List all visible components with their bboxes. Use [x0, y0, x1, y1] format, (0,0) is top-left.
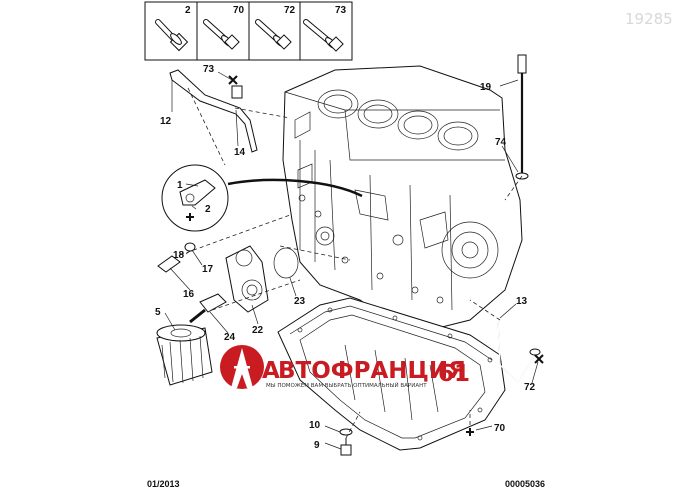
callout-2: 2: [205, 204, 211, 215]
plus-mark-icon: [186, 213, 194, 221]
callout-9: 9: [314, 440, 320, 451]
brand-logo-watermark: А ВТОФРАНЦИЯ 61 МЫ ПОМОЖЕМ ВАМ ВЫБРАТЬ О…: [220, 345, 470, 389]
callout-1: 1: [177, 180, 183, 191]
callout-18: 18: [173, 250, 185, 261]
callout-12: 12: [160, 116, 172, 127]
callout-16: 16: [183, 289, 195, 300]
oil-filter[interactable]: [156, 324, 213, 386]
bolt-with-washer-icon: [155, 19, 189, 52]
logo-tagline: МЫ ПОМОЖЕМ ВАМ ВЫБРАТЬ ОПТИМАЛЬНЫЙ ВАРИА…: [266, 382, 427, 389]
flange-bolt-icon: [203, 19, 240, 50]
header-box-2[interactable]: 2: [155, 5, 191, 52]
filter-union[interactable]: [189, 293, 227, 324]
watermark-id: 19285: [625, 10, 673, 28]
footer-code: 00005036: [505, 479, 545, 489]
logo-brand-name: ВТОФРАНЦИЯ: [278, 358, 466, 384]
eiffel-tower-logo-icon: [220, 345, 264, 389]
plus-mark-icon: [534, 354, 544, 364]
gasket-23[interactable]: [273, 247, 299, 279]
header-box-72-label: 72: [284, 5, 296, 16]
plus-mark-icon: [228, 75, 238, 85]
callout-72: 72: [524, 382, 536, 393]
logo-number: 61: [438, 361, 470, 387]
fixing-markers: [186, 75, 544, 436]
oil-pipe[interactable]: [497, 317, 541, 384]
oil-cooler-housing[interactable]: [225, 245, 299, 313]
header-box-70[interactable]: 70: [203, 5, 245, 50]
logo-letter-a: А: [262, 358, 280, 384]
footer-date: 01/2013: [147, 479, 180, 489]
header-box-73[interactable]: 73: [303, 5, 347, 52]
long-bolt-icon: [303, 19, 344, 52]
header-box-72[interactable]: 72: [255, 5, 296, 50]
detail-inset-circle: [161, 164, 363, 232]
callout-5: 5: [155, 307, 161, 318]
callout-13: 13: [516, 296, 528, 307]
callout-labels: 73 12 14 1 2 18 16 17 5 24 22 23 19 74 1…: [155, 64, 536, 451]
header-box-2-label: 2: [185, 5, 191, 16]
callout-23: 23: [294, 296, 306, 307]
leader-lines: [164, 71, 539, 450]
oil-sump[interactable]: [277, 297, 506, 451]
callout-70: 70: [494, 423, 506, 434]
dipstick[interactable]: [515, 54, 529, 180]
header-box-70-label: 70: [233, 5, 245, 16]
dipstick-guide-tube[interactable]: [169, 69, 258, 166]
callout-24: 24: [224, 332, 236, 343]
callout-74: 74: [495, 137, 507, 148]
callout-73: 73: [203, 64, 215, 75]
drain-plug[interactable]: [339, 428, 353, 456]
flange-bolt-icon: [255, 19, 292, 50]
header-fastener-boxes: 2 70 72: [144, 1, 353, 61]
engine-block[interactable]: [282, 65, 523, 331]
header-box-73-label: 73: [335, 5, 347, 16]
callout-22: 22: [252, 325, 264, 336]
callout-14: 14: [234, 147, 246, 158]
callout-17: 17: [202, 264, 214, 275]
callout-10: 10: [309, 420, 321, 431]
callout-19: 19: [480, 82, 492, 93]
oil-pressure-sensor[interactable]: [157, 242, 196, 273]
plus-mark-icon: [466, 428, 474, 436]
